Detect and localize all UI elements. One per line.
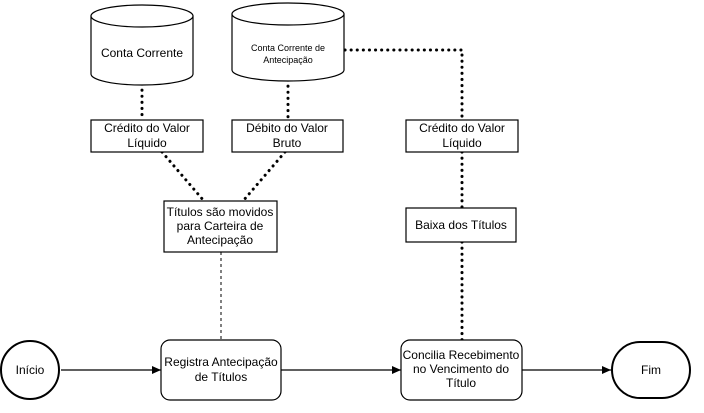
box-concilia-recebimento[interactable]: Concilia Recebimento no Vencimento do Tí… bbox=[400, 339, 523, 401]
box-credito-left-line-2: Líquido bbox=[127, 136, 167, 150]
box-concilia-line-1: Concilia Recebimento bbox=[403, 348, 520, 362]
box-debito-line-2: Bruto bbox=[273, 136, 302, 150]
box-titulos-line-1: Títulos são movidos bbox=[167, 205, 274, 219]
database-conta-antecipacao-line-1: Conta Corrente de bbox=[251, 43, 325, 53]
box-credito-valor-liquido-right[interactable]: Crédito do Valor Líquido bbox=[405, 119, 519, 153]
database-conta-antecipacao-line-2: Antecipação bbox=[263, 55, 313, 65]
connector-debito-to-titulos bbox=[241, 150, 287, 203]
database-conta-antecipacao[interactable]: Conta Corrente de Antecipação bbox=[231, 2, 345, 82]
database-conta-corrente-label: Conta Corrente bbox=[101, 46, 183, 60]
box-debito-valor-bruto[interactable]: Débito do Valor Bruto bbox=[231, 119, 344, 153]
box-baixa-label: Baixa dos Títulos bbox=[415, 218, 507, 232]
terminal-inicio-label: Início bbox=[16, 363, 45, 377]
box-registra-antecipacao[interactable]: Registra Antecipação de Títulos bbox=[160, 339, 282, 401]
connectors bbox=[61, 48, 611, 374]
box-credito-right-line-2: Líquido bbox=[442, 136, 482, 150]
box-credito-left-line-1: Crédito do Valor bbox=[104, 121, 190, 135]
box-titulos-line-3: Antecipação bbox=[187, 233, 253, 247]
terminal-inicio[interactable]: Início bbox=[0, 340, 60, 400]
connector-credito-to-titulos bbox=[160, 150, 206, 203]
terminal-fim[interactable]: Fim bbox=[611, 341, 691, 399]
box-concilia-line-3: Título bbox=[446, 376, 476, 390]
terminal-fim-label: Fim bbox=[641, 363, 661, 377]
box-registra-line-1: Registra Antecipação bbox=[164, 355, 278, 369]
database-conta-corrente[interactable]: Conta Corrente bbox=[90, 4, 194, 86]
box-titulos-movidos[interactable]: Títulos são movidos para Carteira de Ant… bbox=[163, 200, 278, 253]
box-baixa-titulos[interactable]: Baixa dos Títulos bbox=[405, 207, 517, 243]
box-credito-right-line-1: Crédito do Valor bbox=[419, 121, 505, 135]
box-concilia-line-2: no Vencimento do bbox=[413, 362, 509, 376]
connector-antecipacao-to-credito-dir bbox=[343, 48, 464, 122]
box-debito-line-1: Débito do Valor bbox=[246, 121, 328, 135]
box-titulos-line-2: para Carteira de bbox=[177, 219, 264, 233]
box-credito-valor-liquido-left[interactable]: Crédito do Valor Líquido bbox=[90, 119, 204, 153]
box-registra-line-2: de Títulos bbox=[195, 370, 247, 384]
